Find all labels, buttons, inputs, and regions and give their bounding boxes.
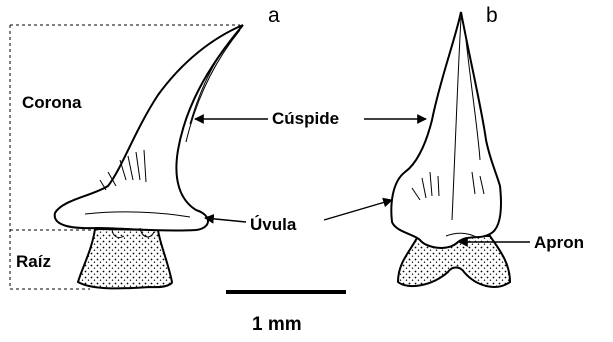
cusp-label: Cúspide: [272, 109, 339, 128]
tooth-a-lateral-view: [55, 25, 243, 288]
tooth-b-labial-view: [391, 12, 510, 287]
root-label: Raíz: [16, 252, 51, 271]
panel-label-b: b: [486, 4, 498, 27]
crown-label: Corona: [22, 93, 82, 112]
tooth-b-crown: [391, 12, 501, 248]
scale-bar-label: 1 mm: [252, 314, 302, 335]
panel-label-a: a: [268, 4, 280, 27]
uvula-arrows: [205, 200, 392, 222]
uvula-label: Úvula: [250, 215, 297, 234]
tooth-a-root: [78, 229, 172, 288]
apron-label: Apron: [534, 233, 584, 252]
tooth-a-crown: [55, 25, 243, 231]
